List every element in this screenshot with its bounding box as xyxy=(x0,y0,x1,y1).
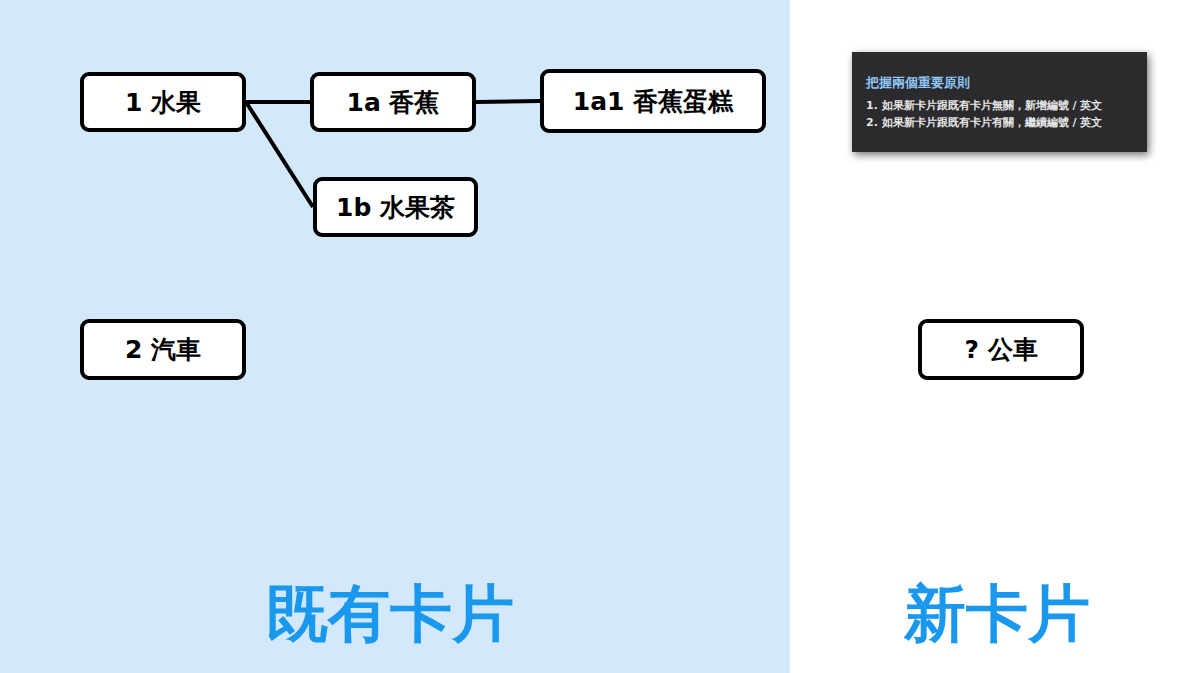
connector-line xyxy=(246,102,313,207)
card-box: 1a1 香蕉蛋糕 xyxy=(540,69,766,133)
card-box: ? 公車 xyxy=(918,319,1084,380)
principle-text: 2. 如果新卡片跟既有卡片有關，繼續編號 / 英文 xyxy=(866,115,1102,132)
card-label: 1a 香蕉 xyxy=(347,86,440,119)
card-label: 1b 水果茶 xyxy=(336,191,455,224)
section-title: 既有卡片 xyxy=(266,572,514,656)
card-label: 1 水果 xyxy=(125,86,201,119)
section-title: 新卡片 xyxy=(904,572,1090,656)
card-box: 1b 水果茶 xyxy=(313,177,478,237)
card-label: 1a1 香蕉蛋糕 xyxy=(573,85,733,118)
principle-text: 1. 如果新卡片跟既有卡片無關，新增編號 / 英文 xyxy=(866,98,1102,115)
connector-line xyxy=(246,102,310,103)
principles-panel: 把握兩個重要原則 1. 如果新卡片跟既有卡片無關，新增編號 / 英文2. 如果新卡… xyxy=(852,52,1147,152)
card-box: 2 汽車 xyxy=(80,319,246,380)
connector-line xyxy=(476,101,540,102)
card-label: ? 公車 xyxy=(964,333,1037,366)
card-box: 1 水果 xyxy=(80,72,246,132)
principle-text: 把握兩個重要原則 xyxy=(866,73,970,93)
card-box: 1a 香蕉 xyxy=(310,72,476,132)
card-label: 2 汽車 xyxy=(125,333,201,366)
